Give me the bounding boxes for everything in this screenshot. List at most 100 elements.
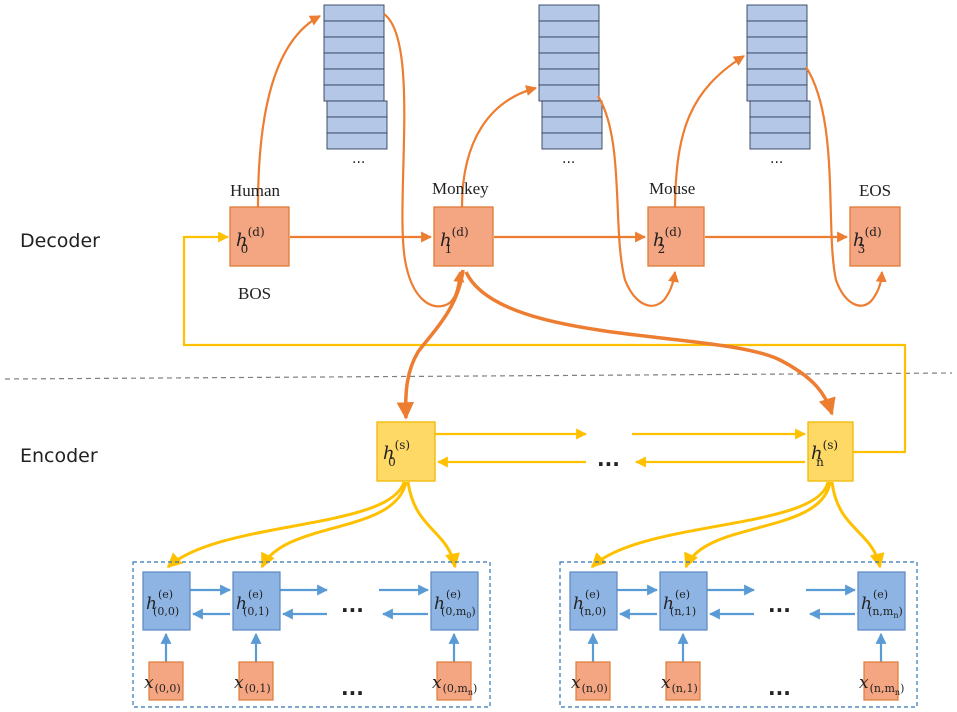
fan-arrow-first-0 bbox=[166, 481, 406, 569]
word-hidden-label: h(e)(0,0) bbox=[146, 588, 179, 618]
word-input-box bbox=[665, 661, 701, 701]
decoder-state-box-3 bbox=[849, 206, 901, 267]
memory-cell bbox=[323, 4, 385, 22]
encoder-section-label: Encoder bbox=[20, 445, 98, 467]
read-arrow-1 bbox=[597, 95, 679, 307]
word-input-subscript-index: n bbox=[895, 688, 900, 697]
word-hidden-superscript: (e) bbox=[158, 588, 173, 601]
word-input-subscript: (n,1) bbox=[672, 682, 698, 695]
word-hidden-state-box bbox=[232, 571, 281, 631]
sentence-state-index-last: n bbox=[816, 455, 824, 469]
memory-stack-2 bbox=[746, 4, 811, 150]
decoder-state-1: h(d)1 bbox=[433, 206, 494, 267]
word-input-symbol: x bbox=[234, 673, 244, 693]
word-hidden-state-box bbox=[857, 571, 906, 631]
word-hidden-subscript-index: n bbox=[893, 611, 898, 620]
word-input-label: x(n,1) bbox=[661, 673, 698, 695]
word-input-box bbox=[436, 661, 472, 701]
word-encoder-container bbox=[559, 561, 918, 708]
word-encoder-container bbox=[132, 561, 491, 708]
word-hidden-superscript: (e) bbox=[248, 588, 263, 601]
decoder-state-box-0 bbox=[229, 206, 290, 267]
memory-cell bbox=[323, 68, 385, 86]
decoder-state-superscript-3: (d) bbox=[865, 225, 882, 239]
word-hidden-superscript: (e) bbox=[675, 588, 690, 601]
decoder-word-1: Monkey bbox=[432, 179, 489, 198]
attention-arrow-last bbox=[464, 271, 836, 416]
fan-arrow-last-0 bbox=[590, 481, 830, 569]
word-hidden-superscript: (e) bbox=[585, 588, 600, 601]
memory-cell bbox=[746, 36, 808, 54]
read-arrow-2 bbox=[805, 66, 887, 307]
memory-cell bbox=[326, 100, 388, 118]
fan-arrow-last-2 bbox=[830, 481, 885, 569]
word-input-box bbox=[575, 661, 611, 701]
decoder-state-box-1 bbox=[433, 206, 494, 267]
word-hidden-symbol: h bbox=[236, 594, 247, 614]
memory-cell bbox=[538, 36, 600, 54]
memory-ellipsis-1: ... bbox=[562, 151, 575, 167]
decoder-state-3: h(d)3 bbox=[849, 206, 901, 267]
memory-cell bbox=[323, 20, 385, 38]
fan-arrow-last-1 bbox=[684, 481, 832, 569]
svg-text:h(d)0: h(d)0 bbox=[236, 225, 265, 256]
memory-cell bbox=[326, 116, 388, 134]
word-encoder-group-1: h(e)(n,0)x(n,0)h(e)(n,1)x(n,1)h(e)(n,mn)… bbox=[559, 561, 918, 708]
fan-arrow-first-2 bbox=[406, 481, 460, 569]
sentence-state-index-first: 0 bbox=[388, 455, 396, 469]
word-input-ellipsis: ... bbox=[768, 676, 791, 700]
memory-stack-0 bbox=[323, 4, 388, 150]
memory-cell bbox=[541, 132, 603, 150]
word-input-symbol: x bbox=[859, 673, 869, 693]
word-hidden-state-box bbox=[142, 571, 191, 631]
word-hidden-subscript: (n,1) bbox=[670, 605, 696, 618]
svg-text:h(s)0: h(s)0 bbox=[383, 438, 410, 469]
word-hidden-ellipsis: ... bbox=[341, 593, 364, 617]
memory-cell bbox=[746, 68, 808, 86]
word-input-subscript: (0,0) bbox=[155, 682, 181, 695]
memory-cell bbox=[541, 116, 603, 134]
attention-arrows bbox=[396, 269, 836, 420]
word-input-box bbox=[863, 661, 899, 701]
memory-cell bbox=[749, 100, 811, 118]
word-input-subscript: (0,1) bbox=[245, 682, 271, 695]
sentence-state-box-last bbox=[807, 421, 854, 482]
svg-text:h(s)n: h(s)n bbox=[811, 438, 838, 469]
word-hidden-subscript-index: 0 bbox=[466, 611, 471, 620]
word-input-subscript: (n,m bbox=[870, 682, 896, 695]
memory-cell bbox=[749, 132, 811, 150]
word-rnn-arrows bbox=[160, 584, 460, 662]
decoder-state-symbol-1: h bbox=[440, 230, 452, 251]
memory-cell bbox=[538, 52, 600, 70]
decoder-state-index-2: 2 bbox=[658, 242, 666, 256]
word-input-box bbox=[238, 661, 274, 701]
decoder-arrows bbox=[256, 13, 887, 308]
svg-text:h(d)3: h(d)3 bbox=[853, 225, 882, 256]
memory-cell bbox=[746, 20, 808, 38]
decoder-state-index-1: 1 bbox=[445, 242, 453, 256]
memory-cell bbox=[326, 132, 388, 150]
word-hidden-state-box bbox=[569, 571, 618, 631]
decoder-state-2: h(d)2 bbox=[647, 206, 705, 267]
word-input-subscript-index: n bbox=[468, 688, 473, 697]
word-rnn-arrows bbox=[587, 584, 887, 662]
decoder-start-token: BOS bbox=[238, 284, 271, 303]
decoder-state-symbol-3: h bbox=[853, 230, 865, 251]
word-hidden-subscript: (n,m bbox=[868, 605, 894, 618]
sentence-ellipsis: ... bbox=[597, 447, 620, 471]
word-input-box bbox=[148, 661, 184, 701]
svg-text:h(d)1: h(d)1 bbox=[440, 225, 469, 256]
word-input-symbol: x bbox=[432, 673, 442, 693]
sentence-state-box-first bbox=[376, 421, 436, 482]
section-separator bbox=[4, 372, 953, 380]
decoder-section-label: Decoder bbox=[20, 230, 100, 252]
word-hidden-subscript-close: ) bbox=[899, 605, 903, 618]
sentence-state-symbol-last: h bbox=[811, 443, 823, 464]
memory-cell bbox=[746, 84, 808, 102]
query-arrow-1 bbox=[460, 85, 538, 208]
svg-text:h(d)2: h(d)2 bbox=[653, 225, 682, 256]
word-hidden-subscript: (n,0) bbox=[580, 605, 606, 618]
word-hidden-symbol: h bbox=[434, 594, 445, 614]
query-arrow-2 bbox=[673, 55, 745, 208]
